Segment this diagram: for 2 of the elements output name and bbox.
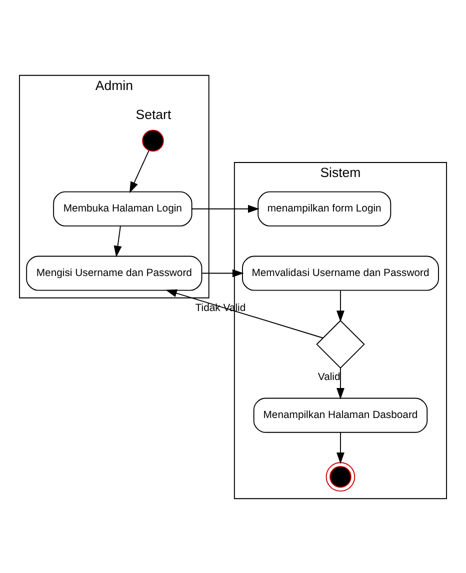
node-label: Setart bbox=[136, 106, 172, 122]
edge-label: Valid bbox=[318, 371, 340, 382]
